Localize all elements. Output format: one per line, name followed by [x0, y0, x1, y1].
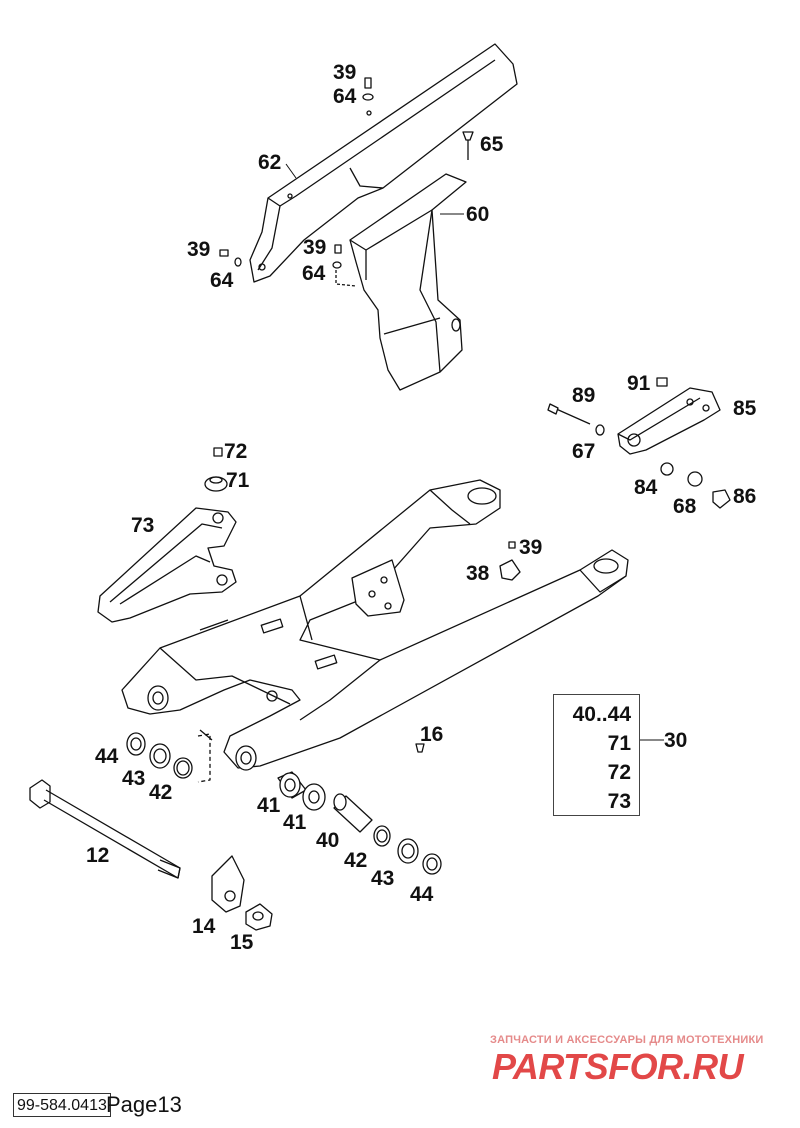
- bracket-38: [415, 541, 521, 753]
- chain-adjuster-14: [211, 855, 273, 931]
- chain-slider-85: [547, 377, 731, 509]
- callout-40: 40: [316, 829, 340, 852]
- watermark-tagline: ЗАПЧАСТИ И АКСЕССУАРЫ ДЛЯ МОТОТЕХНИКИ: [490, 1034, 764, 1046]
- callout-84: 84: [634, 476, 658, 499]
- callout-68: 68: [673, 495, 697, 518]
- kit-row-2: 71: [607, 732, 631, 755]
- callout-91: 91: [627, 372, 651, 395]
- page-label: Page13: [106, 1092, 182, 1117]
- callout-39: 39: [333, 61, 357, 84]
- swingarm: [121, 479, 629, 771]
- callout-42: 42: [149, 781, 173, 804]
- callout-72: 72: [224, 440, 248, 463]
- left-bearings: [126, 732, 211, 783]
- callout-62: 62: [258, 151, 282, 174]
- kit-row-4: 73: [607, 790, 631, 813]
- callout-14: 14: [192, 915, 216, 938]
- guard-hardware: [219, 77, 474, 269]
- callout-64: 64: [333, 85, 357, 108]
- callout-39: 39: [519, 536, 543, 559]
- callout-39: 39: [187, 238, 211, 261]
- callout-38: 38: [466, 562, 490, 585]
- callout-43: 43: [122, 767, 146, 790]
- callout-44: 44: [410, 883, 434, 906]
- callout-85: 85: [733, 397, 757, 420]
- callout-30: 30: [664, 729, 688, 752]
- kit-row-1: 40..44: [572, 703, 631, 726]
- callout-60: 60: [466, 203, 490, 226]
- callout-64: 64: [210, 269, 234, 292]
- watermark-logo: PARTSFOR.RU: [492, 1046, 744, 1087]
- chain-slider-73: [97, 447, 237, 623]
- callout-64: 64: [302, 262, 326, 285]
- kit-contents-box: 40..44 71 72 73: [553, 694, 640, 816]
- callout-71: 71: [226, 469, 250, 492]
- chain-guard-60: [335, 173, 467, 391]
- callout-41: 41: [283, 811, 307, 834]
- callout-16: 16: [420, 723, 444, 746]
- kit-row-3: 72: [607, 761, 631, 784]
- leader-lines: [285, 163, 664, 741]
- callout-42: 42: [344, 849, 368, 872]
- axle-12: [29, 779, 181, 879]
- callout-86: 86: [733, 485, 757, 508]
- document-number: 99-584.0413: [13, 1093, 111, 1117]
- callout-44: 44: [95, 745, 119, 768]
- callout-73: 73: [131, 514, 155, 537]
- callout-12: 12: [86, 844, 110, 867]
- callout-15: 15: [230, 931, 254, 954]
- callout-65: 65: [480, 133, 504, 156]
- right-bearings: [277, 771, 442, 875]
- callout-39: 39: [303, 236, 327, 259]
- callout-67: 67: [572, 440, 596, 463]
- callout-43: 43: [371, 867, 395, 890]
- callout-41: 41: [257, 794, 281, 817]
- chain-guide-62: [249, 43, 518, 283]
- callout-89: 89: [572, 384, 596, 407]
